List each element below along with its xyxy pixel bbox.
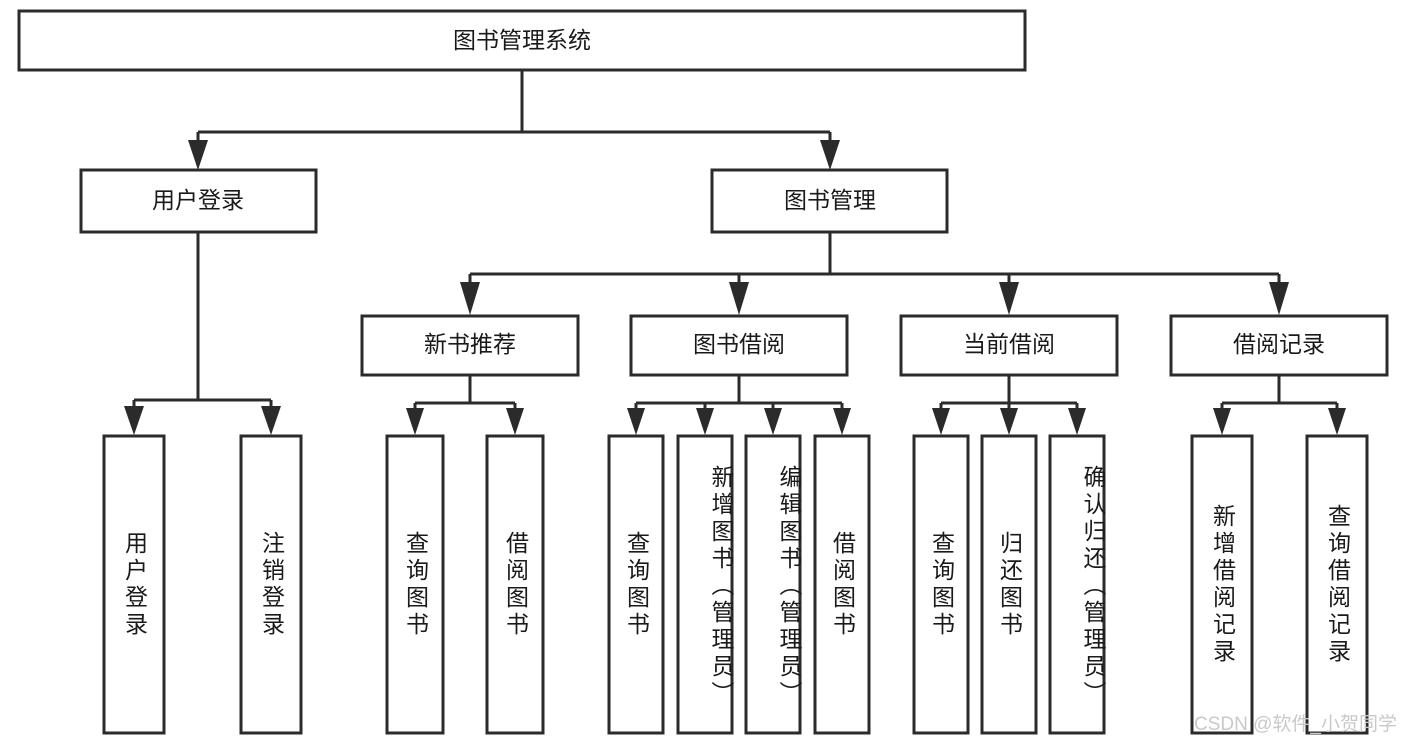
node-borrow-record[interactable]: 借阅记录 [1169,314,1389,377]
arrow-head-leaf-confirm-return [1068,408,1086,435]
node-leaf-user-login-box[interactable] [102,434,166,735]
node-root-label: 图书管理系统 [453,27,591,53]
node-leaf-borrow-book-1-box[interactable] [485,434,545,735]
node-current-borrow-label: 当前借阅 [963,331,1055,357]
arrow-head-leaf-query-book-3 [932,408,950,435]
arrow-head-leaf-add-record [1213,408,1231,435]
arrow-head-current-borrow [999,282,1019,315]
node-current-borrow-box[interactable] [899,314,1119,377]
arrow-head-leaf-query-book-1 [406,408,424,435]
node-leaf-edit-book-box[interactable] [744,434,802,735]
node-leaf-return-book-box[interactable] [980,434,1038,735]
node-leaf-user-login[interactable] [102,434,166,735]
node-leaf-add-record[interactable] [1190,434,1254,735]
node-leaf-confirm-return-box[interactable] [1048,434,1106,735]
node-leaf-query-book-2[interactable] [607,434,665,735]
node-new-book-rec[interactable]: 新书推荐 [360,314,580,377]
node-book-mgmt[interactable]: 图书管理 [710,168,949,234]
node-leaf-add-book[interactable] [676,434,734,735]
node-leaf-edit-book[interactable] [744,434,802,735]
node-book-borrow-box[interactable] [629,314,849,377]
arrow-head-leaf-borrow-book-1 [506,408,524,435]
node-book-borrow-label: 图书借阅 [693,331,785,357]
node-leaf-add-book-box[interactable] [676,434,734,735]
arrow-head-leaf-borrow-book-2 [833,408,851,435]
node-leaf-user-logout-box[interactable] [239,434,303,735]
node-leaf-add-record-box[interactable] [1190,434,1254,735]
node-borrow-record-box[interactable] [1169,314,1389,377]
node-leaf-borrow-book-2-box[interactable] [813,434,871,735]
node-new-book-rec-box[interactable] [360,314,580,377]
node-leaf-borrow-book-2[interactable] [813,434,871,735]
arrow-head-user-login [188,140,208,170]
node-user-login-box[interactable] [79,168,318,234]
node-book-borrow[interactable]: 图书借阅 [629,314,849,377]
node-leaf-query-book-2-box[interactable] [607,434,665,735]
node-leaf-return-book[interactable] [980,434,1038,735]
arrow-head-book-borrow [729,282,749,315]
node-book-mgmt-label: 图书管理 [784,187,876,213]
node-leaf-query-book-1[interactable] [385,434,445,735]
arrow-head-leaf-edit-book [764,408,782,435]
node-leaf-query-record[interactable] [1305,434,1369,735]
arrow-head-leaf-return-book [1000,408,1018,435]
watermark-label: CSDN @软件_小贺同学 [1194,713,1397,735]
node-root[interactable]: 图书管理系统 [17,9,1027,72]
arrow-head-leaf-user-login [124,406,144,435]
arrow-head-leaf-user-logout [261,406,281,435]
node-leaf-query-book-3[interactable] [912,434,970,735]
node-leaf-query-book-1-box[interactable] [385,434,445,735]
node-leaf-borrow-book-1[interactable] [485,434,545,735]
connector-layer [124,70,1346,435]
node-leaf-query-record-box[interactable] [1305,434,1369,735]
node-user-login[interactable]: 用户登录 [79,168,318,234]
arrow-head-leaf-add-book [696,408,714,435]
node-user-login-label: 用户登录 [152,187,244,213]
node-leaf-user-logout[interactable] [239,434,303,735]
arrow-head-leaf-query-book-2 [627,408,645,435]
node-leaf-query-book-3-box[interactable] [912,434,970,735]
node-new-book-rec-label: 新书推荐 [424,331,516,357]
arrow-head-book-mgmt [820,140,840,170]
node-book-mgmt-box[interactable] [710,168,949,234]
arrow-head-borrow-record [1269,282,1289,315]
arrow-head-new-book-rec [460,282,480,315]
node-borrow-record-label: 借阅记录 [1233,331,1325,357]
node-root-box[interactable] [17,9,1027,72]
node-current-borrow[interactable]: 当前借阅 [899,314,1119,377]
arrow-head-leaf-query-record [1328,408,1346,435]
node-leaf-confirm-return[interactable] [1048,434,1106,735]
